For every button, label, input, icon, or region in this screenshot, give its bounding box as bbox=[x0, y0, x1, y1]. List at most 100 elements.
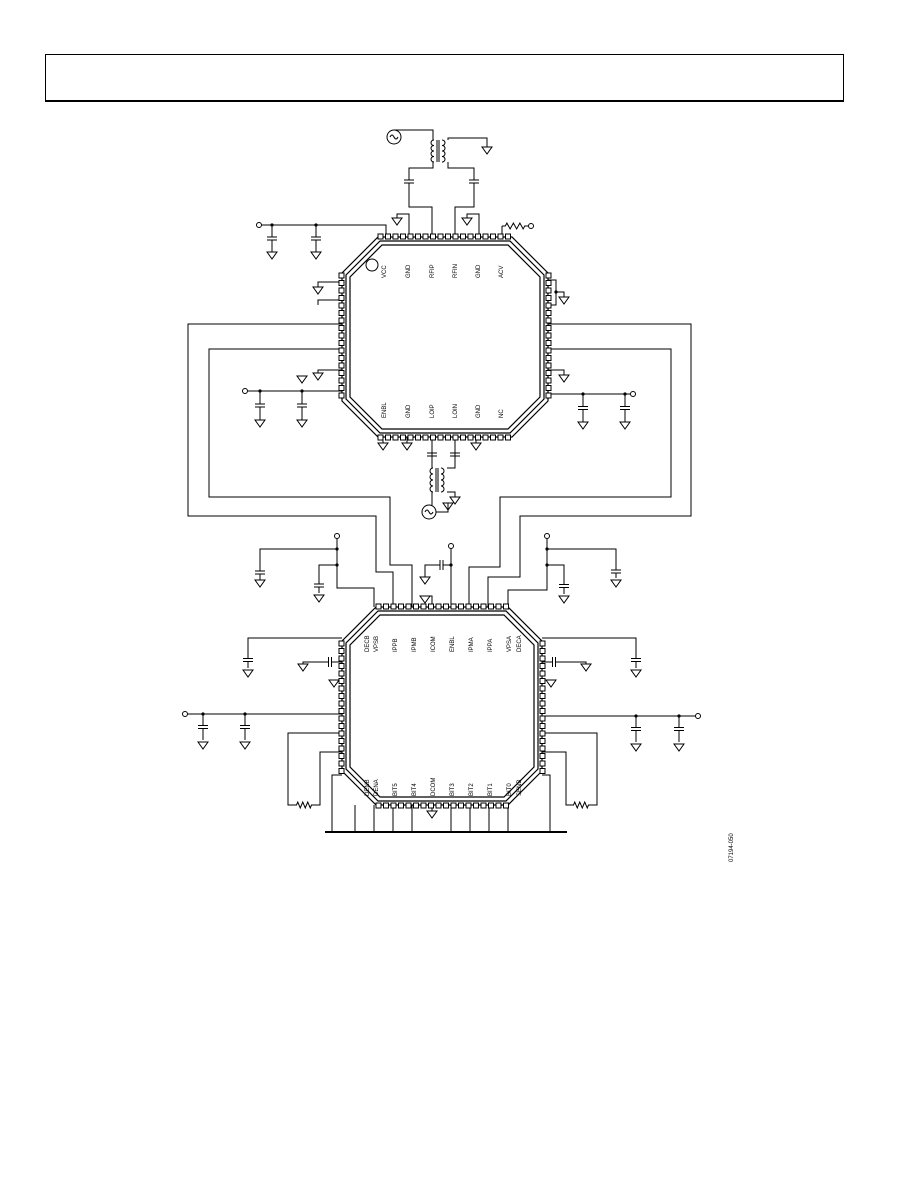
ground-icon bbox=[558, 296, 570, 305]
wire bbox=[317, 281, 342, 287]
pin bbox=[400, 233, 406, 240]
wire bbox=[468, 348, 672, 607]
pin bbox=[539, 648, 546, 654]
pin bbox=[383, 603, 389, 610]
transformer-icon bbox=[436, 140, 440, 162]
junction-dot bbox=[545, 547, 549, 551]
pin bbox=[452, 233, 459, 240]
ground-icon bbox=[328, 679, 340, 688]
pin bbox=[383, 802, 389, 809]
pin bbox=[495, 802, 502, 809]
pin bbox=[545, 385, 552, 391]
capacitor-icon bbox=[243, 652, 253, 668]
pin bbox=[435, 603, 442, 610]
coil bbox=[429, 467, 434, 493]
pin-label: BIT4 bbox=[412, 783, 418, 796]
terminal-icon bbox=[242, 388, 248, 394]
pin bbox=[428, 603, 434, 610]
capacitor-icon bbox=[631, 652, 641, 668]
pin bbox=[458, 802, 464, 809]
pin bbox=[539, 678, 546, 684]
pin-label: BIT3 bbox=[450, 783, 456, 796]
pin bbox=[490, 233, 496, 240]
pin bbox=[482, 233, 489, 240]
resistor-icon bbox=[571, 800, 591, 810]
pin bbox=[488, 603, 494, 610]
pin-label: VPSA bbox=[507, 636, 513, 652]
capacitor-icon bbox=[611, 565, 621, 578]
pin bbox=[430, 233, 436, 240]
pin bbox=[338, 730, 345, 737]
capacitor-icon bbox=[469, 175, 479, 188]
wire bbox=[408, 188, 433, 237]
pin-label: DENB bbox=[365, 779, 371, 796]
upper-chip-core bbox=[349, 244, 541, 430]
capacitor-icon bbox=[198, 714, 208, 740]
capacitor-icon bbox=[620, 394, 630, 422]
pin bbox=[539, 738, 546, 744]
pin bbox=[413, 603, 419, 610]
lower-chip-core bbox=[349, 614, 535, 798]
wire bbox=[546, 539, 617, 565]
pin bbox=[497, 434, 504, 441]
wire bbox=[302, 661, 318, 664]
pin bbox=[460, 434, 466, 441]
ground-icon bbox=[239, 741, 251, 750]
ground-icon bbox=[197, 741, 209, 750]
transformer-icon bbox=[435, 468, 439, 492]
pin bbox=[443, 603, 449, 610]
wire bbox=[247, 637, 342, 652]
pin-label: DECB bbox=[365, 635, 371, 652]
pin bbox=[539, 685, 546, 692]
wire bbox=[466, 213, 480, 237]
pin bbox=[545, 340, 552, 346]
capacitor-icon bbox=[314, 578, 324, 593]
pin bbox=[475, 434, 481, 441]
pin bbox=[545, 377, 552, 384]
pin bbox=[545, 272, 552, 279]
chips bbox=[338, 233, 552, 809]
pin-label: NC bbox=[499, 409, 505, 418]
pin-label: RFIP bbox=[430, 264, 436, 278]
wire bbox=[548, 369, 565, 375]
pin-label: ICOM bbox=[431, 636, 437, 652]
terminal-icon bbox=[695, 713, 701, 719]
pin bbox=[437, 434, 444, 441]
pin bbox=[545, 317, 552, 324]
pin bbox=[338, 768, 345, 774]
pin bbox=[473, 603, 479, 610]
resistor-icon bbox=[294, 800, 314, 810]
pin bbox=[375, 603, 382, 610]
pin bbox=[539, 745, 546, 752]
ground-icon bbox=[419, 595, 431, 604]
pin bbox=[338, 640, 345, 647]
pin bbox=[503, 802, 509, 809]
pin bbox=[458, 603, 464, 610]
pin-label: SENB bbox=[517, 780, 523, 796]
pin bbox=[465, 603, 472, 610]
pin bbox=[545, 280, 552, 286]
wire bbox=[547, 564, 565, 578]
wire bbox=[408, 162, 434, 175]
pin bbox=[338, 295, 345, 301]
pin-label: DCOM bbox=[431, 778, 437, 796]
ground-icon bbox=[470, 442, 482, 451]
pin bbox=[539, 723, 546, 729]
wire bbox=[447, 162, 475, 175]
ground-icon bbox=[313, 594, 325, 603]
pin bbox=[338, 663, 345, 669]
pin bbox=[467, 233, 474, 240]
ground-icon bbox=[242, 669, 254, 678]
pin bbox=[430, 434, 436, 441]
pin bbox=[390, 802, 397, 809]
pin bbox=[545, 325, 552, 331]
ground-icon bbox=[401, 442, 413, 451]
pin bbox=[539, 753, 546, 759]
pin bbox=[338, 272, 345, 279]
ac-source-icon bbox=[386, 129, 402, 145]
pin bbox=[422, 233, 429, 240]
ground-icon bbox=[580, 663, 592, 672]
pin bbox=[539, 760, 546, 767]
ground-icon bbox=[558, 374, 570, 383]
